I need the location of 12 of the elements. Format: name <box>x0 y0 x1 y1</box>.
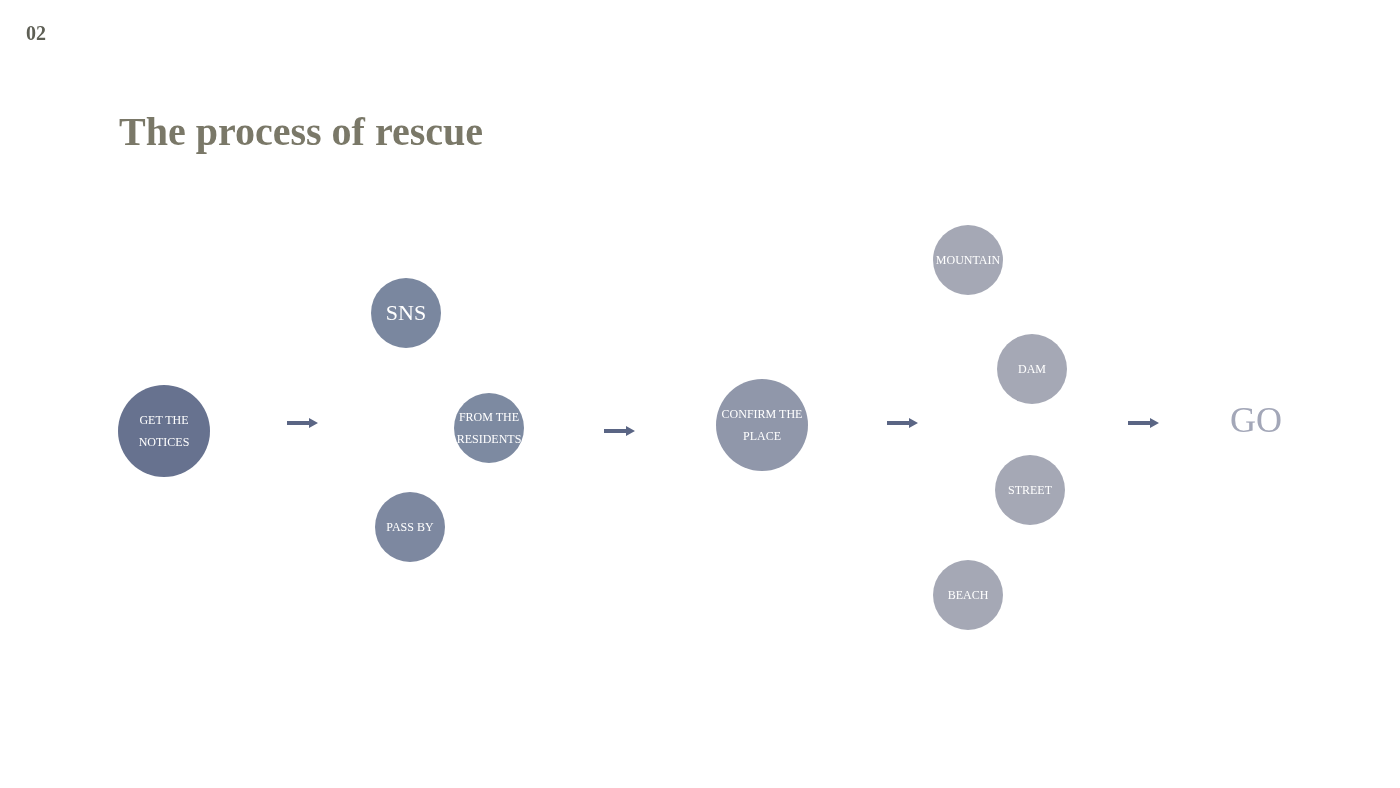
title: The process of rescue <box>119 108 484 155</box>
node-label: GET THE NOTICES <box>137 412 191 451</box>
node-label: STREET <box>1007 482 1053 499</box>
node-label: MOUNTAIN <box>934 252 1002 269</box>
node-label: SNS <box>384 302 428 324</box>
node-label: CONFIRM THE PLACE <box>720 406 804 445</box>
node-label: FROM THE RESIDENTS <box>455 409 523 448</box>
node-label: PASS BY <box>385 519 435 536</box>
node-label: DAM <box>1017 361 1047 378</box>
page-number: 02 <box>26 22 46 45</box>
node-label: BEACH <box>946 587 990 604</box>
end-label: GO <box>1221 400 1291 440</box>
